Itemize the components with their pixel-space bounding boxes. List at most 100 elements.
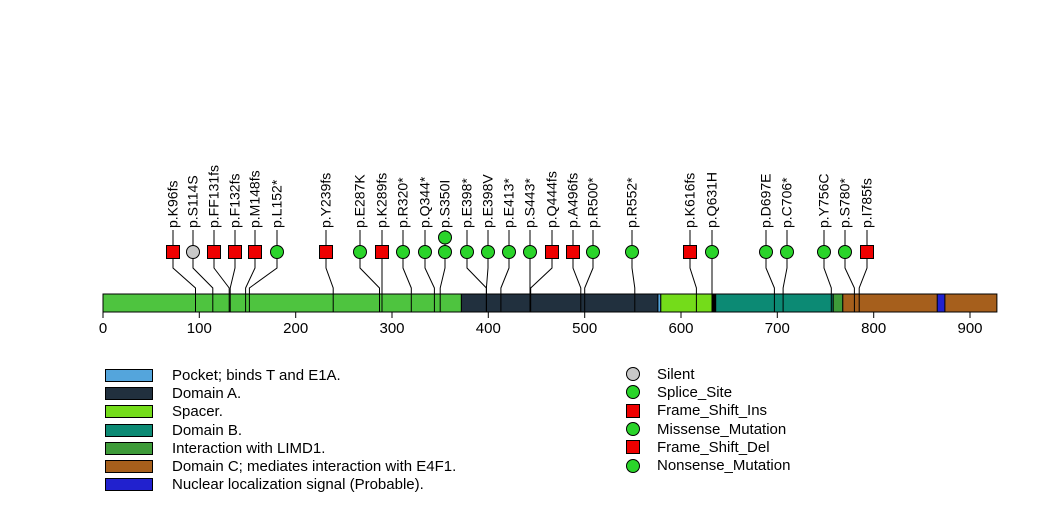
mutation-marker-square <box>683 245 697 259</box>
domain-legend-row: Pocket; binds T and E1A. <box>105 366 456 384</box>
mutation-label: p.E398* <box>459 178 475 228</box>
domain-segment-domain-c <box>842 293 998 313</box>
mutation-marker-circle <box>705 245 719 259</box>
mutation-type-legend-label: Frame_Shift_Ins <box>657 402 768 420</box>
mutation-marker-circle <box>270 245 284 259</box>
domain-legend: Pocket; binds T and E1A.Domain A.Spacer.… <box>105 366 456 494</box>
mutation-type-legend-row: Silent <box>626 365 790 383</box>
axis-tick-label: 500 <box>572 320 597 337</box>
domain-legend-label: Nuclear localization signal (Probable). <box>172 476 424 494</box>
mutation-label: p.S443* <box>522 178 538 228</box>
domain-legend-row: Interaction with LIMD1. <box>105 439 456 457</box>
mutation-label: p.FF131fs <box>206 165 222 228</box>
axis-tick-label: 0 <box>99 320 107 337</box>
mutation-label: p.Y239fs <box>318 173 334 228</box>
mutation-marker-circle <box>418 245 432 259</box>
mutation-marker-circle <box>460 245 474 259</box>
mutation-label: p.R552* <box>624 177 640 228</box>
mutation-label: p.R500* <box>585 177 601 228</box>
mutation-marker-circle <box>780 245 794 259</box>
mutation-label: p.Q344* <box>417 176 433 228</box>
axis-tick-label: 600 <box>668 320 693 337</box>
mutation-marker-square <box>248 245 262 259</box>
mutation-label: p.Q444fs <box>544 171 560 228</box>
domain-legend-row: Domain B. <box>105 421 456 439</box>
mutation-marker-circle <box>759 245 773 259</box>
mutation-type-legend-label: Silent <box>657 365 695 383</box>
mutation-marker-square <box>319 245 333 259</box>
domain-color-swatch <box>105 460 153 474</box>
mutation-label: p.E398V <box>480 174 496 228</box>
mutation-marker-circle <box>817 245 831 259</box>
mutation-type-legend-label: Nonsense_Mutation <box>657 457 791 475</box>
mutation-type-legend-row: Missense_Mutation <box>626 420 790 438</box>
domain-segment-domain-a <box>460 293 659 313</box>
mutation-label: p.S350I <box>437 180 453 228</box>
domain-legend-label: Spacer. <box>172 403 223 421</box>
mutation-type-marker-circle <box>626 385 640 400</box>
mutation-label: p.Q631H <box>704 172 720 228</box>
domain-color-swatch <box>105 423 153 437</box>
mutation-label: p.F132fs <box>227 174 243 228</box>
mutation-type-marker-square <box>626 440 640 455</box>
domain-color-swatch <box>105 386 153 400</box>
mutation-marker-circle <box>438 245 452 259</box>
domain-legend-label: Domain B. <box>172 421 243 439</box>
mutation-type-legend-row: Nonsense_Mutation <box>626 456 790 474</box>
domain-legend-row: Domain A. <box>105 384 456 402</box>
domain-legend-label: Interaction with LIMD1. <box>172 439 326 457</box>
mutation-marker-circle <box>502 245 516 259</box>
mutation-marker-square <box>228 245 242 259</box>
domain-legend-row: Spacer. <box>105 403 456 421</box>
mutation-label: p.C706* <box>779 177 795 228</box>
axis-tick-label: 100 <box>187 320 212 337</box>
mutation-type-legend-row: Splice_Site <box>626 383 790 401</box>
axis-tick-label: 300 <box>379 320 404 337</box>
mutation-marker-circle <box>396 245 410 259</box>
mutation-marker-square <box>566 245 580 259</box>
mutation-type-legend-row: Frame_Shift_Ins <box>626 402 790 420</box>
mutation-marker-square <box>166 245 180 259</box>
mutation-marker-circle <box>523 245 537 259</box>
mutation-marker-circle <box>438 230 452 245</box>
mutation-label: p.S780* <box>837 178 853 228</box>
mutation-type-marker-circle <box>626 458 640 473</box>
mutation-type-marker-circle <box>626 367 640 382</box>
mutation-label: p.D697E <box>758 174 774 228</box>
mutation-marker-square <box>860 245 874 259</box>
domain-legend-label: Domain A. <box>172 384 242 402</box>
domain-legend-row: Nuclear localization signal (Probable). <box>105 476 456 494</box>
domain-segment-spacer <box>660 293 714 313</box>
domain-segment-backbone <box>102 293 462 313</box>
mutation-marker-circle <box>481 245 495 259</box>
mutation-label: p.E287K <box>352 174 368 228</box>
mutation-label: p.A496fs <box>565 173 581 228</box>
domain-legend-label: Domain C; mediates interaction with E4F1… <box>172 458 457 476</box>
axis-tick-label: 900 <box>957 320 982 337</box>
mutation-type-marker-square <box>626 403 640 418</box>
domain-color-swatch <box>105 405 153 419</box>
domain-color-swatch <box>105 478 153 492</box>
mutation-label: p.Y756C <box>816 174 832 228</box>
mutation-type-legend-label: Frame_Shift_Del <box>657 438 770 456</box>
mutation-label: p.I785fs <box>859 178 875 228</box>
axis-tick-label: 800 <box>861 320 886 337</box>
mutation-label: p.M148fs <box>247 170 263 228</box>
mutation-label: p.E413* <box>501 178 517 228</box>
domain-legend-label: Pocket; binds T and E1A. <box>172 366 341 384</box>
mutation-label: p.R320* <box>395 177 411 228</box>
mutation-marker-square <box>207 245 221 259</box>
mutation-marker-square <box>375 245 389 259</box>
domain-segment-nls <box>936 293 946 313</box>
mutation-marker-circle <box>625 245 639 259</box>
mutation-marker-circle <box>186 245 200 259</box>
mutation-label: p.K289fs <box>374 173 390 228</box>
mutation-type-marker-circle <box>626 422 640 437</box>
domain-color-swatch <box>105 441 153 455</box>
mutation-marker-circle <box>353 245 367 259</box>
mutation-marker-square <box>545 245 559 259</box>
domain-color-swatch <box>105 368 153 382</box>
domain-segment-limd1 <box>832 293 844 313</box>
